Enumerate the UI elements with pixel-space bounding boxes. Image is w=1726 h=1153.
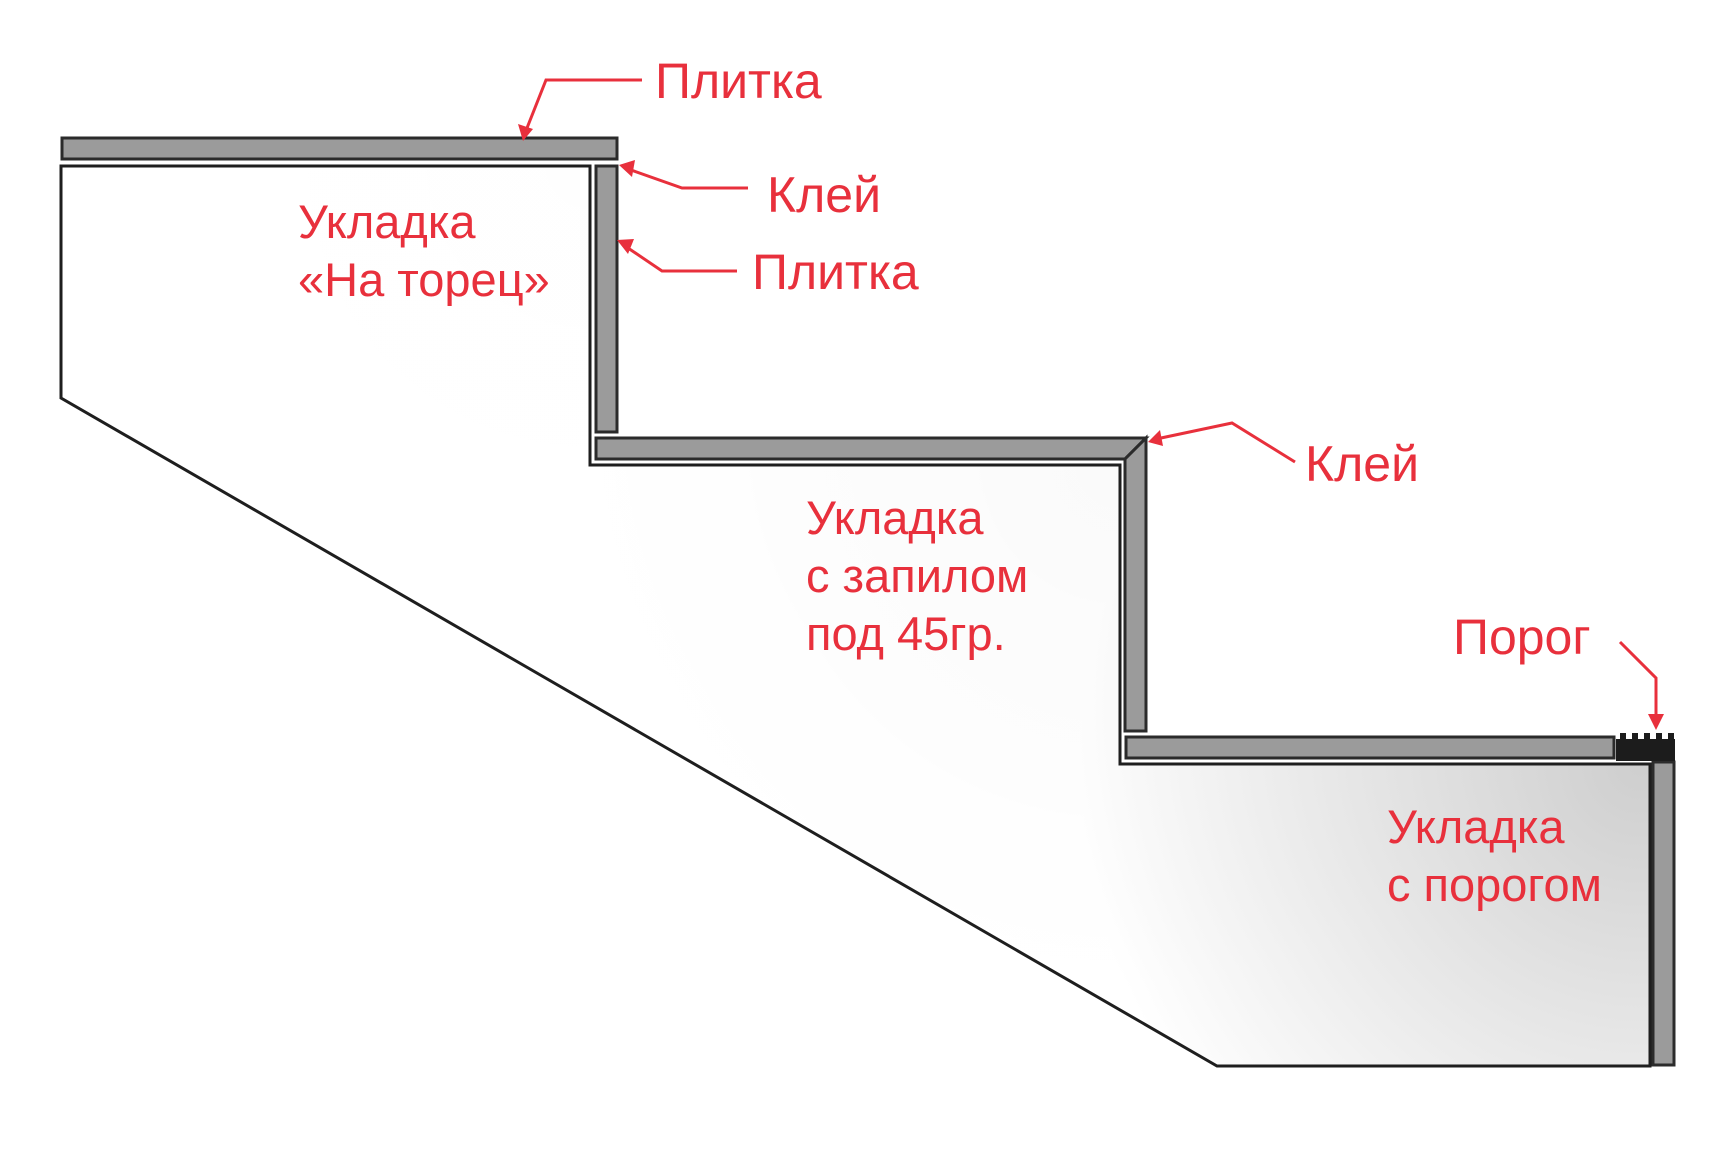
tread-tile-bottom	[1124, 735, 1616, 760]
leader-tile-top	[518, 78, 642, 141]
label-tile-side: Плитка	[752, 244, 919, 300]
leader-threshold	[1618, 640, 1664, 730]
riser-tile-bottom	[1651, 760, 1676, 1067]
method-miter-45: Укладка с запилом под 45гр.	[806, 491, 1041, 660]
tile-layer-bottom-step	[1124, 733, 1676, 1067]
label-glue-top: Клей	[767, 167, 881, 223]
label-glue-middle: Клей	[1305, 436, 1419, 492]
method-threshold: Укладка с порогом	[1387, 800, 1602, 911]
riser-tile-middle	[1123, 434, 1148, 733]
tread-tile-top	[60, 136, 619, 161]
stair-outline	[59, 164, 1652, 1068]
leader-glue-middle	[1148, 421, 1296, 464]
riser-tile-top	[594, 164, 619, 434]
label-tile-top: Плитка	[655, 53, 822, 109]
tile-layer-top-step	[60, 136, 619, 434]
leader-glue-top	[619, 160, 748, 190]
tread-tile-middle	[594, 436, 1150, 461]
leader-tile-side	[617, 239, 737, 273]
tile-layer-middle-step	[594, 434, 1150, 733]
label-threshold: Порог	[1453, 609, 1591, 665]
threshold-profile	[1616, 733, 1675, 761]
method-end-face: Укладка «На торец»	[298, 195, 550, 306]
